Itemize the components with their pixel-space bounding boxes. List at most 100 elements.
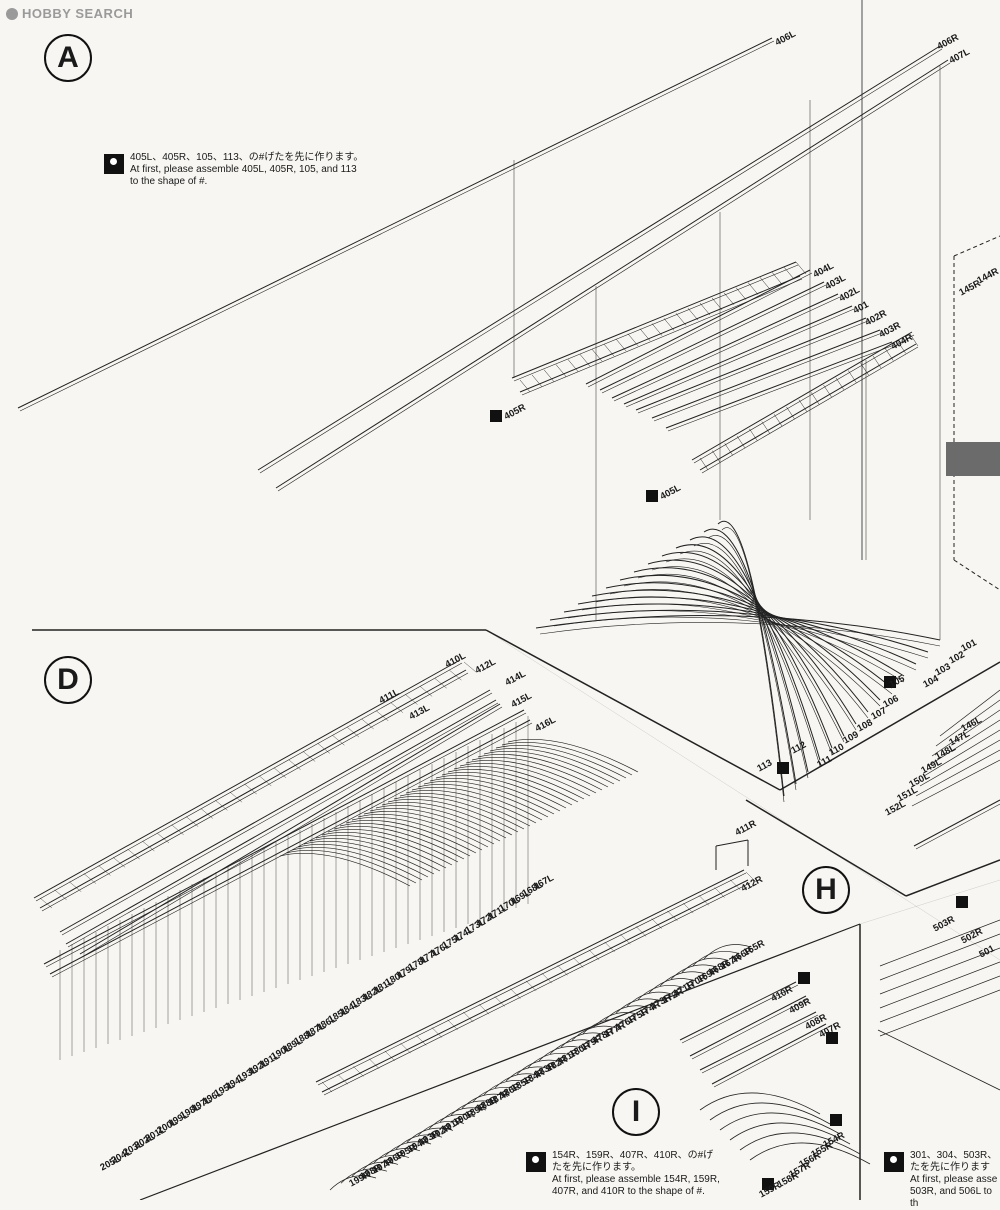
section-d-marker: D [44,656,92,704]
diagram-line [361,718,374,730]
diagram-line [215,800,228,811]
diagram-line [478,1004,490,1015]
note-i-en2: 407R, and 410R to the shape of #. [552,1186,705,1197]
diagram-line [637,985,685,1000]
diagram-line [713,1026,829,1088]
assembly-flag-icon [762,1178,774,1190]
diagram-line [450,1100,498,1116]
diagram-line [609,589,881,707]
diagram-line [860,363,869,376]
diagram-line [719,1112,841,1135]
diagram-line [449,669,462,681]
diagram-line [435,775,567,809]
diagram-line [339,823,471,857]
diagram-line [749,428,758,441]
diagram-line [615,338,627,352]
diagram-line [698,895,710,906]
diagram-line [485,629,781,791]
note-i-jp2: たを先に作ります。 [552,1162,641,1173]
note-a-jp: 405L、405R、105、113、の#げたを先に作ります。 [130,152,364,163]
diagram-line [521,278,803,396]
diagram-line [420,686,433,697]
diagram-line [783,266,795,280]
diagram-line [417,1121,465,1136]
diagram-line [703,944,751,960]
diagram-line [761,421,770,434]
diagram-line [567,610,917,671]
diagram-line [739,1132,861,1155]
diagram-line [692,951,740,966]
diagram-line [485,629,1000,961]
diagram-line [659,971,707,987]
diagram-line [879,961,1000,1009]
diagram-line [701,1014,819,1074]
diagram-line [387,799,519,833]
diagram-line [665,558,833,755]
diagram-line [670,964,718,980]
diagram-line [17,37,773,409]
diagram-line [538,1046,586,1062]
diagram-line [651,329,881,419]
section-h-marker: H [802,866,850,914]
diagram-line [745,799,907,897]
note-a-en2: to the shape of #. [130,176,208,187]
diagram-line [317,743,330,754]
diagram-line [848,370,857,383]
diagram-line [477,754,609,788]
diagram-line [327,829,459,863]
diagram-line [315,835,447,869]
diagram-line [633,567,857,725]
diagram-line [691,331,913,461]
diagram-line [675,544,821,761]
diagram-line [49,719,531,975]
diagram-line [595,596,893,695]
diagram-line [835,377,845,390]
diagram-line [395,1134,443,1150]
diagram-line [511,261,797,379]
note-r-jp1: 301、304、503R、 [910,1150,998,1161]
diagram-line [620,934,631,945]
diagram-line [779,661,1000,791]
diagram-line [428,1114,476,1130]
diagram-line [885,348,894,361]
diagram-line [98,865,111,876]
diagram-line [681,957,729,973]
diagram-line [703,528,797,785]
diagram-line [723,292,735,305]
diagram-line [59,689,491,933]
assembly-flag-icon [830,1114,842,1126]
diagram-line [611,293,839,399]
diagram-line [495,745,627,779]
diagram-line [340,1168,388,1184]
diagram-line [679,981,797,1041]
diagram-line [315,869,745,1083]
diagram-line [699,302,711,316]
diagram-line [453,766,585,800]
diagram-line [461,1093,509,1109]
diagram-line [447,1019,458,1030]
diagram-line [362,1155,410,1170]
diagram-line [571,1025,619,1041]
diagram-line [393,796,525,830]
note-r-jp2: たを先に作ります [910,1162,990,1173]
diagram-line [927,719,1000,767]
diagram-line [687,308,699,321]
diagram-line [317,872,747,1086]
diagram-line [171,824,184,835]
diagram-line [735,287,747,300]
diagram-line [510,988,521,999]
diagram-line [749,1142,871,1165]
diagram-line [709,1102,831,1125]
diagram-line [368,1058,380,1069]
diagram-line [905,859,1000,897]
diagram-line [351,817,483,851]
diagram-line [516,1059,564,1075]
diagram-line [879,989,1000,1037]
diagram-line [539,622,941,647]
diagram-line [637,574,857,731]
diagram-line [39,897,53,909]
diagram-line [601,284,827,394]
diagram-line [573,957,584,968]
diagram-line [935,699,1000,747]
diagram-line [471,757,603,791]
